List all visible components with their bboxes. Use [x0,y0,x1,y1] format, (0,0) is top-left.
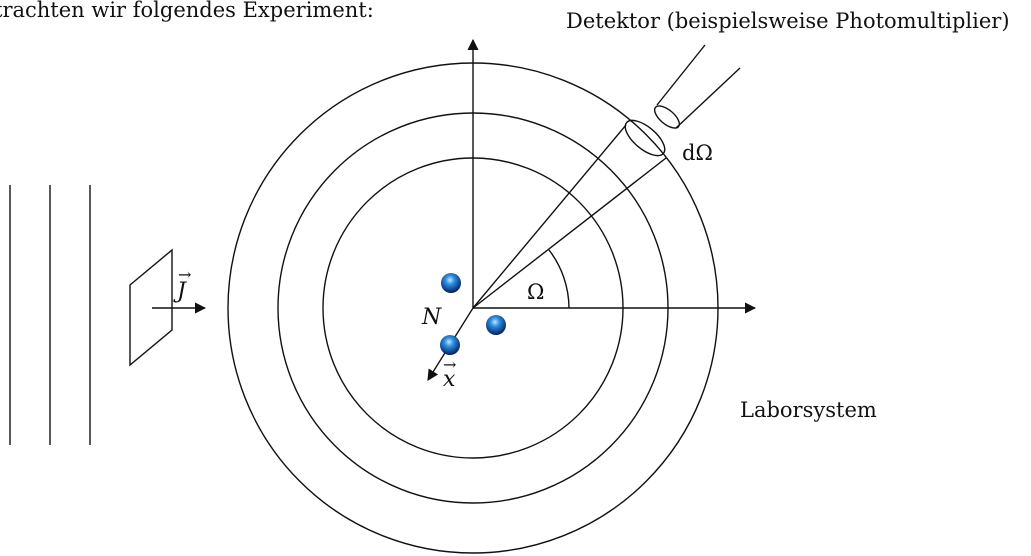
solid-angle-label: dΩ [682,141,713,165]
cone-line-lower [472,157,667,309]
nucleus-label: N [421,305,442,330]
flux-area-parallelogram [129,248,173,367]
flux-label: J [173,279,187,304]
angle-arc [548,249,570,309]
tube-edge-lower [675,67,741,129]
blue-sphere-icon [441,273,461,293]
position-vector-arrow: → [443,355,456,374]
detector-tube-icon [653,44,741,129]
detector-label: Detektor (beispielsweise Photomultiplier… [566,9,1010,33]
target-particles [440,273,506,355]
cone-line-upper [472,124,627,309]
tube-edge-upper [656,44,706,106]
tube-end [653,105,681,129]
incident-wavefronts [9,185,91,445]
blue-sphere-icon [440,335,460,355]
flux-vector-arrow: → [178,265,191,284]
position-label: x [443,367,456,392]
detector-aperture [624,119,666,157]
solid-angle-cone [472,124,667,309]
top-text: trachten wir folgendes Experiment: [0,0,374,22]
angle-label: Ω [527,280,544,304]
frame-label: Laborsystem [740,398,877,422]
blue-sphere-icon [486,315,506,335]
